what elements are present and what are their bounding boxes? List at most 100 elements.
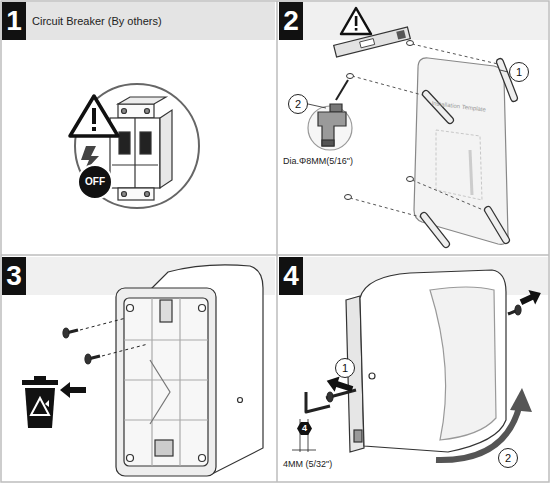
step-header-band: Circuit Breaker (By others) 1 — [2, 2, 275, 40]
warning-triangle — [355, 28, 358, 31]
rotation-arrow — [436, 388, 532, 460]
dimension-label: 4MM (5/32") — [283, 460, 332, 469]
hex-size: 4 — [302, 424, 307, 433]
dashed-guide — [412, 44, 498, 64]
dryer-back-view — [160, 300, 172, 322]
circuit-breaker — [119, 132, 130, 154]
removed-screw — [326, 305, 521, 402]
direction-arrow — [324, 286, 544, 397]
recycle-bin — [34, 376, 46, 380]
leader-line — [308, 104, 326, 108]
electric-drill — [330, 104, 342, 112]
installation-template — [414, 58, 508, 244]
direction-arrow — [518, 286, 545, 310]
warning-triangle — [341, 8, 371, 34]
hex-key — [306, 392, 330, 412]
wall-washer — [345, 41, 414, 200]
spirit-level — [396, 30, 406, 40]
dimension-label: Dia.Φ8MM(5/16") — [283, 157, 353, 166]
dryer-cover — [354, 430, 362, 442]
warning-triangle — [355, 16, 358, 26]
callout-circle: 1 — [335, 358, 355, 378]
panel-frame — [1, 254, 549, 256]
hex-key — [306, 392, 330, 412]
step-title: Circuit Breaker (By others) — [32, 16, 162, 27]
dashed-guide — [350, 198, 424, 218]
dryer-back-view — [124, 379, 208, 380]
callout-circle: 2 — [498, 448, 518, 468]
dryer-back-view — [124, 419, 208, 420]
recycle-bin — [22, 380, 58, 385]
dryer-back-view — [127, 455, 134, 462]
circuit-breaker — [122, 192, 127, 197]
dryer-cover — [360, 270, 506, 452]
callout-number: 1 — [516, 67, 522, 78]
wall-plug — [488, 210, 506, 240]
callout-circle: 2 — [288, 94, 308, 114]
recycle-bin — [31, 398, 49, 415]
warning-triangle — [70, 96, 118, 136]
installation-template — [470, 150, 472, 195]
dryer-back-view — [124, 298, 208, 466]
dryer-cover — [369, 373, 375, 379]
circuit-breaker — [118, 97, 166, 104]
removed-screw — [85, 354, 91, 364]
dimension-line — [292, 450, 316, 451]
direction-arrow — [518, 286, 545, 310]
step-number-box: 1 — [2, 2, 26, 40]
direction-arrow — [60, 382, 86, 398]
callout-number: 2 — [505, 453, 511, 464]
circuit-breaker — [112, 164, 158, 165]
step-number-box: 4 — [279, 257, 303, 295]
circuit-breaker — [118, 104, 154, 118]
dryer-back-view — [179, 298, 180, 466]
circuit-breaker — [110, 97, 172, 200]
panel-header-band — [279, 2, 548, 40]
removed-screw — [515, 305, 521, 315]
circuit-breaker — [122, 109, 127, 114]
step-number: 4 — [283, 262, 299, 290]
wall-plug — [424, 216, 446, 244]
dryer-back-view — [238, 398, 243, 403]
warning-triangle — [70, 96, 118, 136]
electric-drill — [308, 80, 352, 150]
switch-state: OFF — [85, 177, 105, 187]
wall-plug — [488, 210, 506, 240]
dashed-guide — [412, 180, 488, 212]
electric-drill — [336, 80, 348, 100]
dryer-back-view — [116, 265, 263, 476]
callout-number: 2 — [295, 99, 301, 110]
dryer-back-view — [127, 305, 134, 312]
removed-screw — [63, 328, 69, 338]
dashed-guide — [336, 80, 348, 100]
direction-arrow — [60, 382, 86, 398]
leader-line — [500, 70, 508, 72]
recycle-bin — [45, 400, 49, 407]
panel-frame — [276, 1, 278, 482]
warning-triangle — [341, 8, 371, 34]
callout-circle: 1 — [509, 62, 529, 82]
callout-number: 1 — [342, 363, 348, 374]
dashed-guide — [336, 44, 498, 218]
circuit-breaker — [160, 110, 172, 188]
rotation-arrow — [510, 388, 532, 412]
dryer-back-view — [116, 288, 216, 476]
dryer-back-view — [124, 339, 208, 340]
circuit-breaker — [110, 118, 160, 188]
wall-washer — [407, 41, 414, 46]
dryer-cover — [346, 270, 506, 452]
removed-screw — [80, 318, 126, 330]
wall-washer — [347, 74, 354, 79]
circuit-breaker — [145, 109, 150, 114]
recycle-bin — [25, 388, 55, 428]
step-number-box: 3 — [2, 257, 26, 295]
recycle-bin — [22, 376, 58, 428]
circuit-breaker — [145, 192, 150, 197]
step-number-box: 2 — [279, 2, 303, 40]
dryer-back-view — [155, 440, 173, 456]
removed-screw — [63, 318, 148, 364]
warning-triangle — [92, 108, 96, 124]
